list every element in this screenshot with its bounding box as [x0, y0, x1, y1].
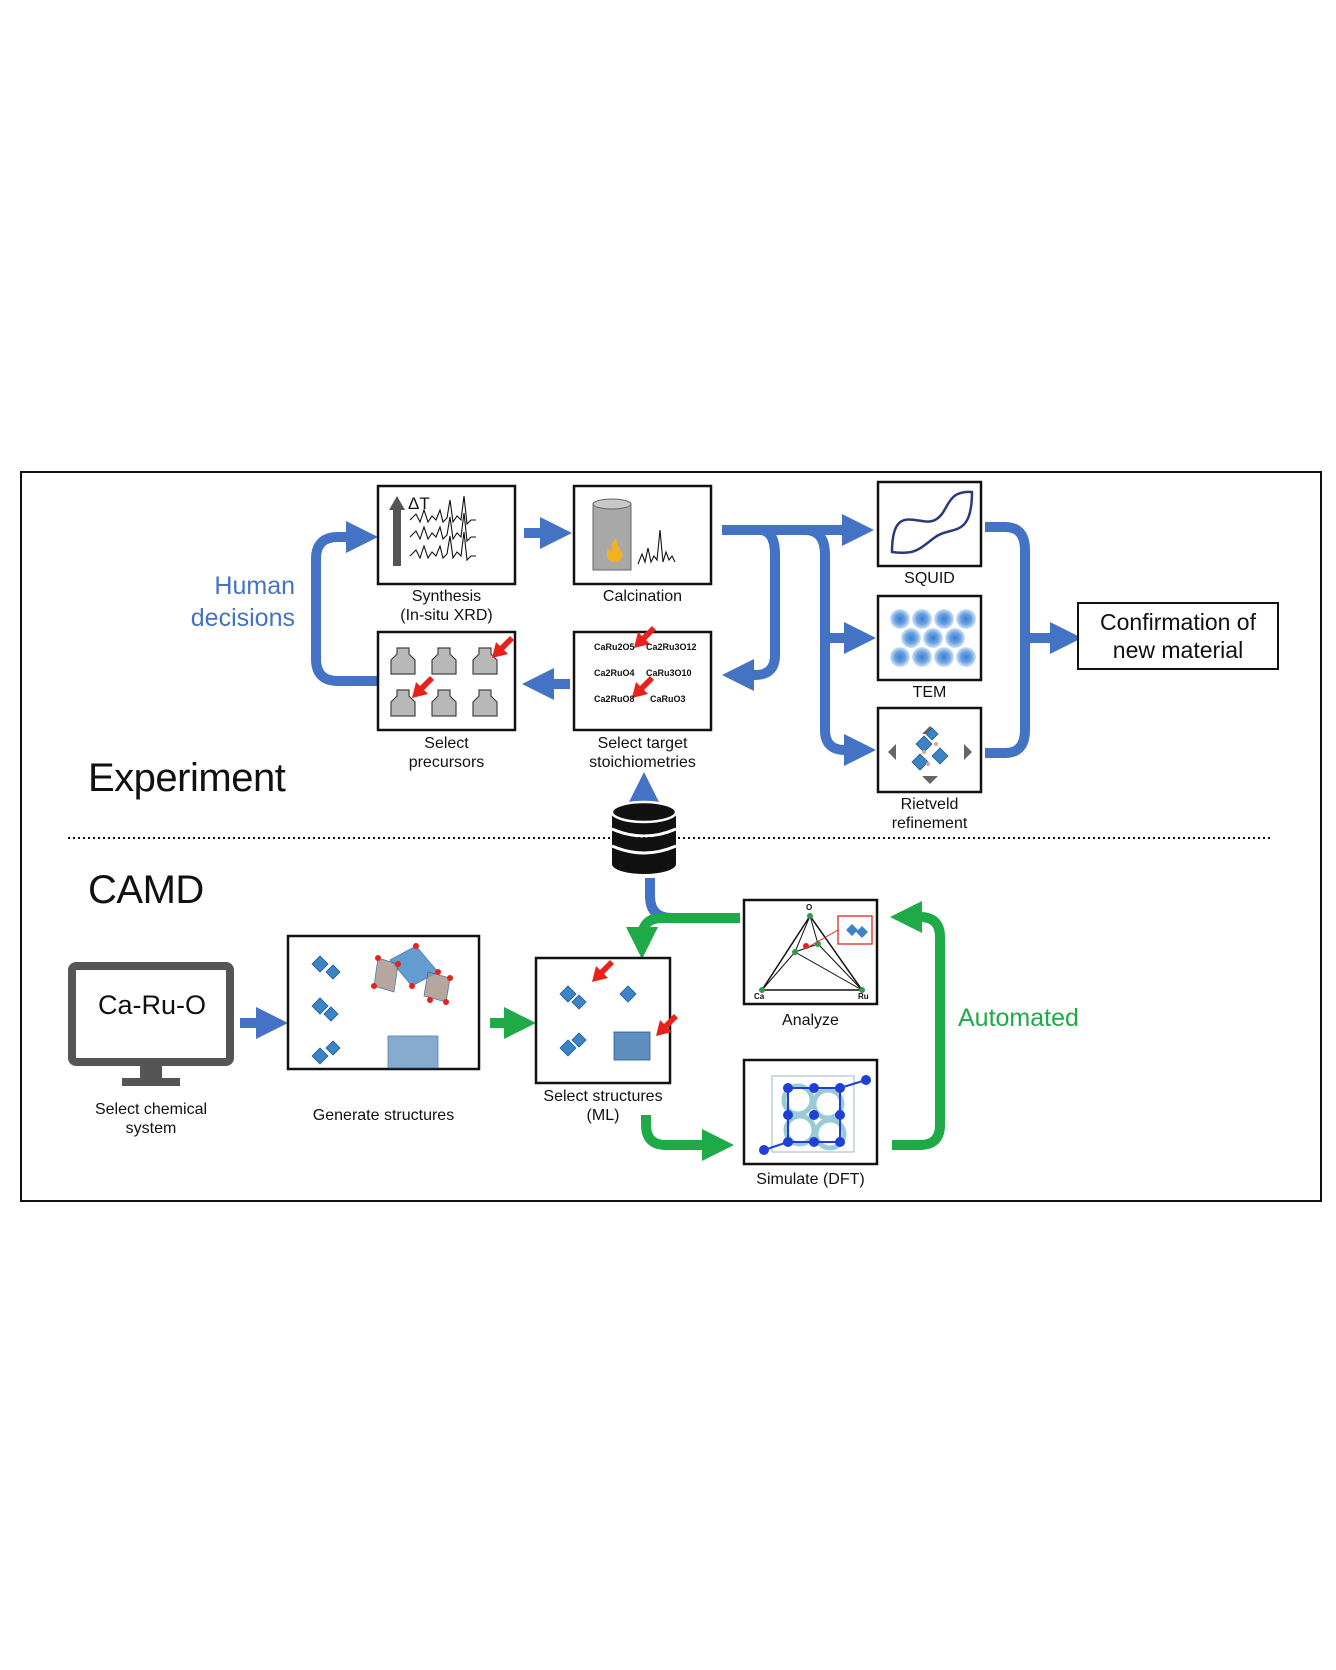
synthesis-label: Synthesis (In-situ XRD)	[400, 588, 493, 624]
formula-2: Ca2Ru3O12	[646, 642, 697, 652]
formula-6: CaRuO3	[650, 694, 686, 704]
formula-5: Ca2RuO8	[594, 694, 635, 704]
synthesis-panel	[376, 484, 517, 586]
select-precursors-label: Select precursors	[408, 735, 485, 771]
tem-panel	[876, 594, 983, 682]
database-icon	[610, 800, 678, 874]
human-decisions-label: Human decisions	[160, 570, 295, 634]
select-structures-label: Select structures (ML)	[543, 1088, 663, 1124]
vial-icon	[390, 647, 498, 717]
delta-t-label: ΔT	[408, 494, 430, 513]
select-precursors-panel	[376, 630, 517, 732]
formula-4: CaRu3O10	[646, 668, 692, 678]
select-targets-label: Select target stoichiometries	[589, 735, 696, 771]
automated-label: Automated	[958, 1004, 1079, 1032]
vertex-o-label: O	[806, 903, 813, 912]
flame-icon	[606, 538, 623, 562]
squid-label: SQUID	[904, 570, 955, 587]
analyze-label: Analyze	[782, 1012, 839, 1029]
simulate-label: Simulate (DFT)	[756, 1171, 865, 1188]
formula-3: Ca2RuO4	[594, 668, 635, 678]
generate-structures-panel	[286, 934, 481, 1071]
vertex-ca-label: Ca	[754, 992, 765, 1001]
chemical-system-label: Select chemical system	[94, 1101, 208, 1137]
vertex-ru-label: Ru	[858, 992, 869, 1001]
confirmation-box: Confirmation of new material	[1077, 602, 1279, 670]
select-structures-panel	[534, 956, 678, 1085]
camd-arrows	[490, 900, 945, 1162]
experiment-section-title: Experiment	[88, 756, 286, 800]
monitor-icon	[68, 962, 234, 1086]
simulate-panel	[742, 1058, 879, 1166]
tem-label: TEM	[912, 684, 947, 701]
human-label-line1: Human	[214, 572, 295, 600]
calcination-label: Calcination	[602, 588, 683, 605]
squid-panel	[876, 480, 983, 568]
rietveld-label: Rietveld refinement	[891, 796, 968, 832]
monitor-screen-text: Ca-Ru-O	[97, 990, 206, 1020]
analyze-panel	[742, 898, 879, 1006]
camd-section-title: CAMD	[88, 868, 204, 912]
rietveld-panel	[876, 706, 983, 794]
select-targets-panel	[572, 626, 713, 732]
formula-1: CaRu2O5	[594, 642, 635, 652]
generate-structures-label: Generate structures	[312, 1107, 455, 1124]
calcination-panel	[572, 484, 713, 586]
human-label-line2: decisions	[190, 604, 295, 632]
